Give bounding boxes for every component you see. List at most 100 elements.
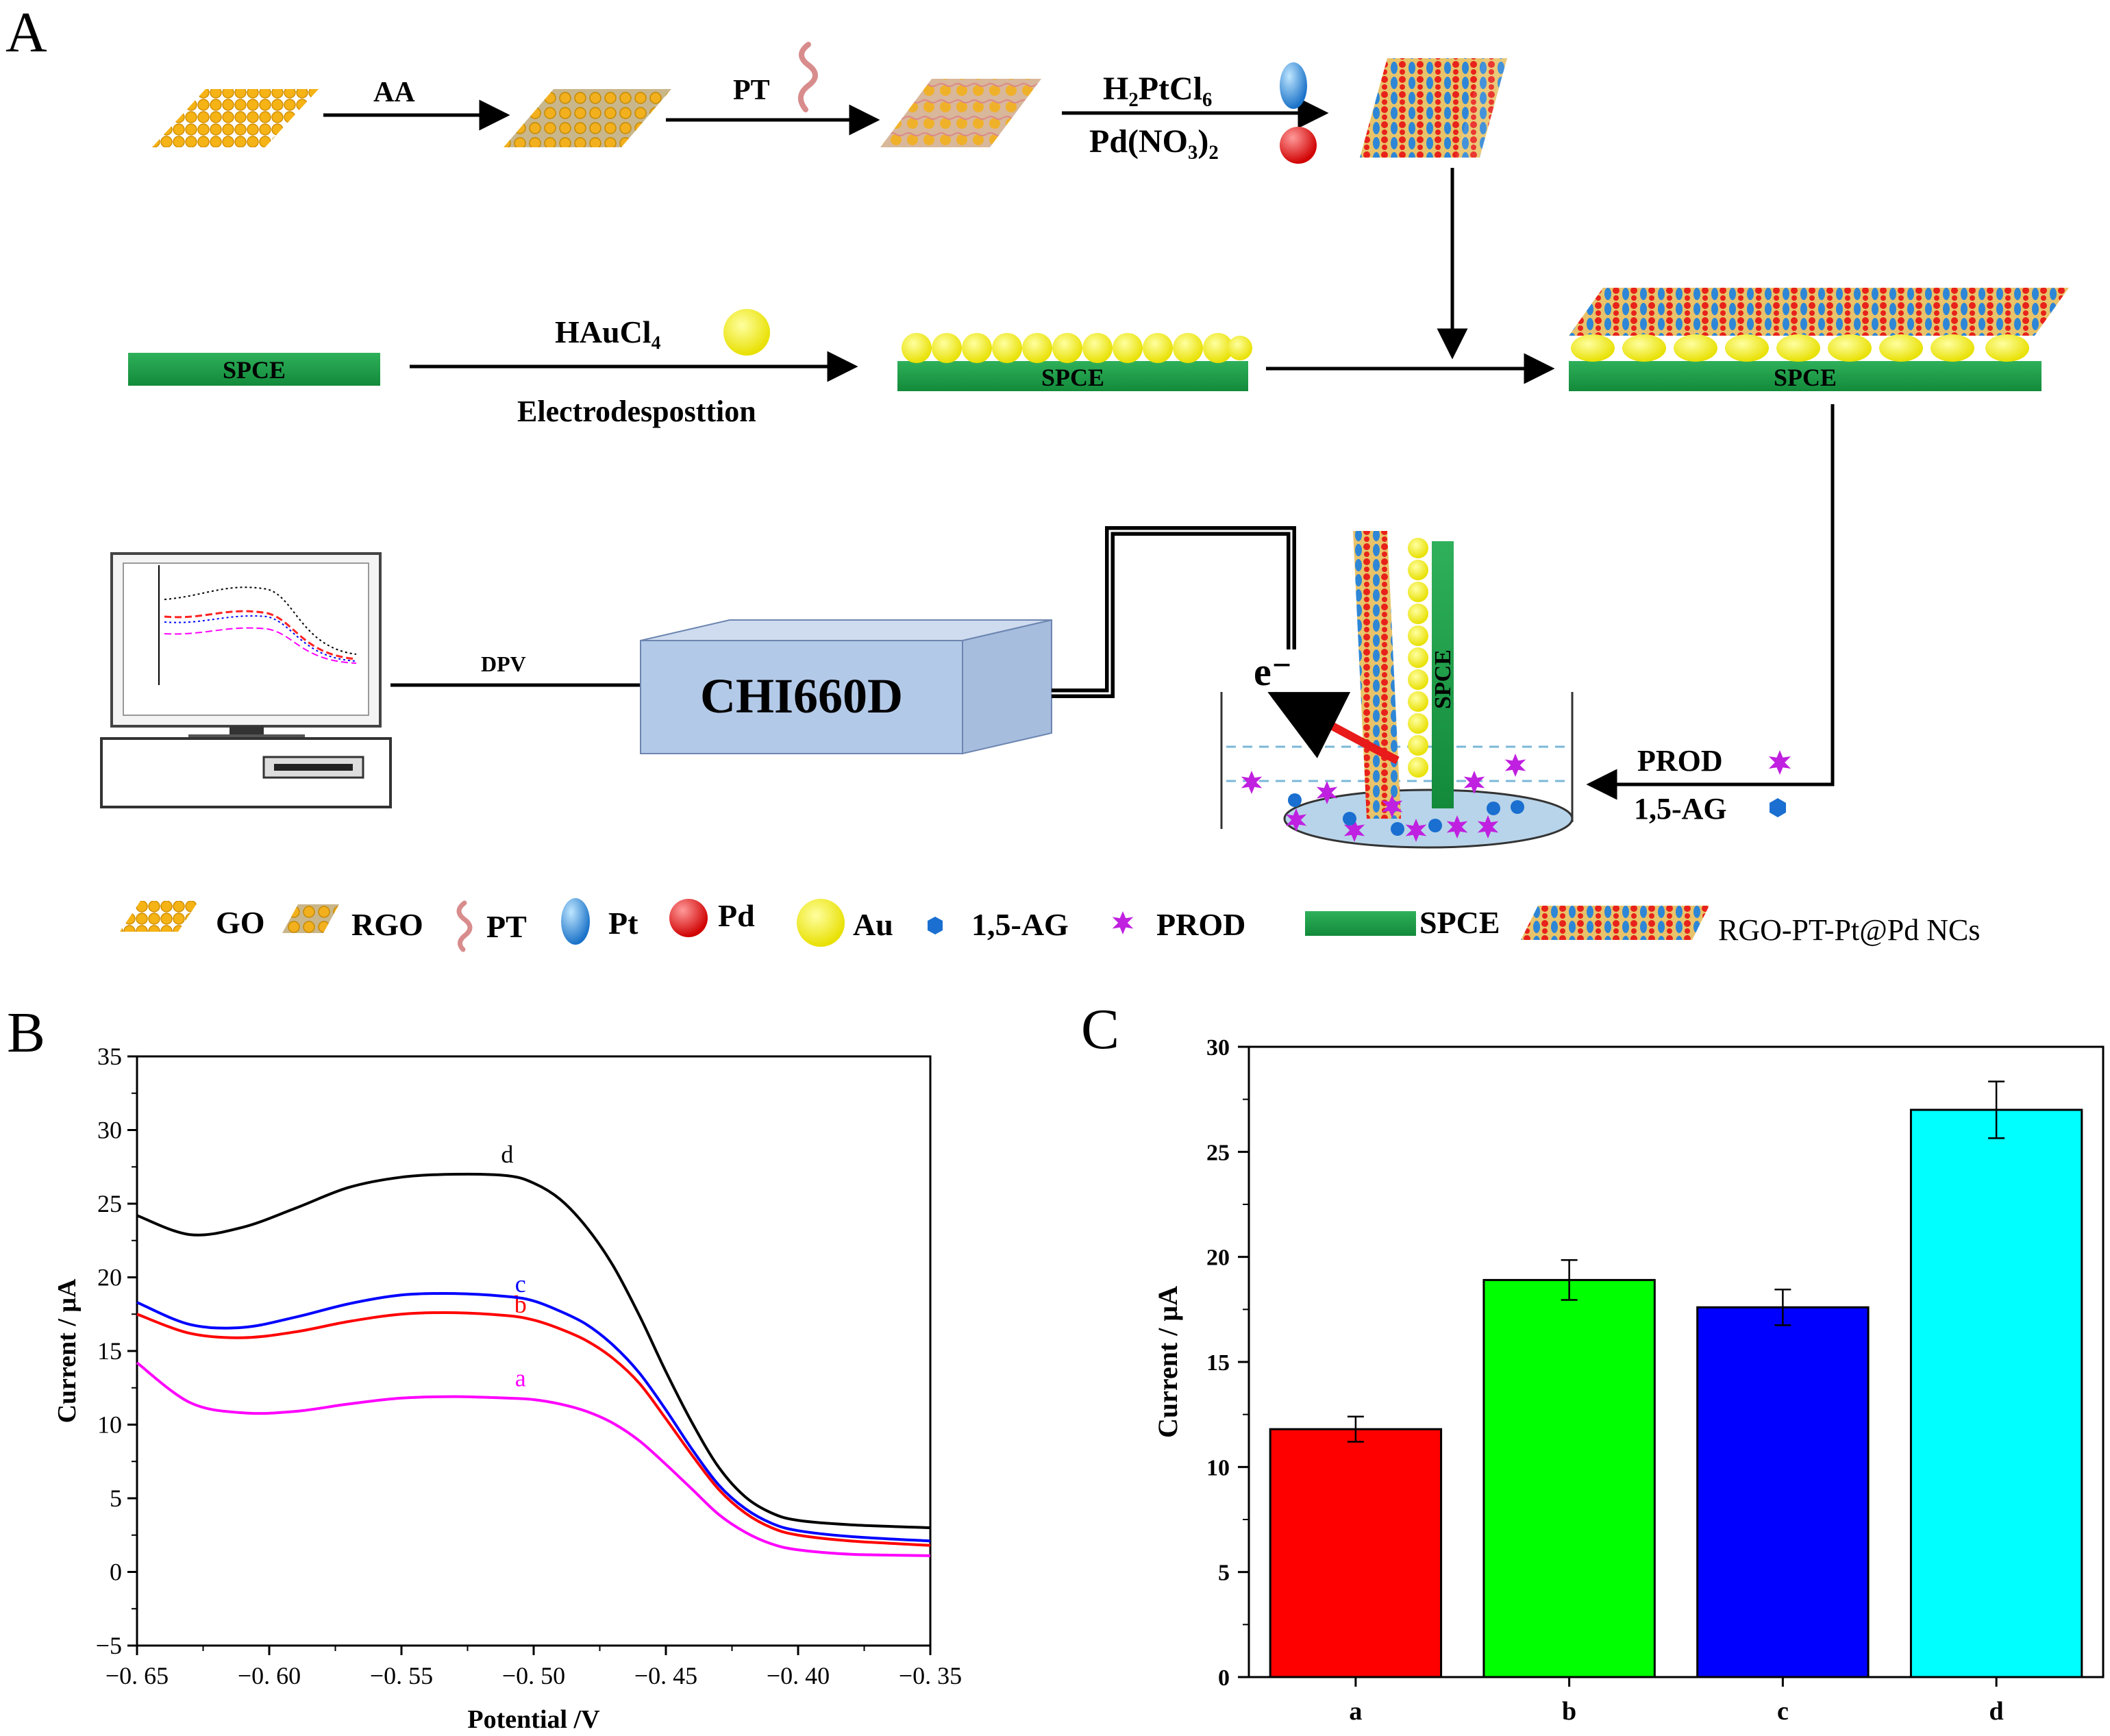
- series-line-d: [136, 1172, 931, 1529]
- legend-go: GO: [216, 905, 265, 940]
- y-tick-label: −5: [96, 1632, 122, 1659]
- bar-a: [1269, 1428, 1443, 1678]
- y-tick-label: 0: [110, 1559, 122, 1586]
- y-tick-label: 5: [1218, 1561, 1230, 1586]
- x-tick-label: −0. 40: [767, 1662, 830, 1689]
- legend-prod: PROD: [1156, 907, 1245, 942]
- y-tick-label: 10: [1206, 1455, 1230, 1480]
- reagent-pd-label: Pd(NO₃)₂: [1089, 123, 1219, 160]
- legend-go-icon: [120, 901, 199, 932]
- spce-au: SPCE: [897, 333, 1252, 391]
- reagent-pt-label: H₂PtCl₆: [1103, 71, 1212, 107]
- x-tick-label: −0. 35: [899, 1662, 962, 1689]
- step-aa-label: AA: [373, 77, 415, 108]
- y-tick-label: 30: [97, 1117, 122, 1144]
- x-tick-label-d: d: [1989, 1697, 2004, 1726]
- legend-nc: RGO-PT-Pt@Pd NCs: [1718, 913, 1980, 947]
- legend-au-icon: [797, 899, 845, 947]
- y-tick-label: 20: [97, 1264, 122, 1291]
- chart-b-xlabel: Potential /V: [467, 1705, 600, 1734]
- bar-d: [1909, 1108, 2083, 1678]
- y-tick-label: 35: [97, 1043, 122, 1070]
- analyte-prod-label: PROD: [1637, 744, 1723, 778]
- panel-label-c: C: [1081, 997, 1119, 1061]
- bar-c: [1696, 1306, 1870, 1678]
- x-tick-label: −0. 55: [370, 1662, 433, 1689]
- au-icon: [723, 309, 770, 356]
- series-label-d: d: [501, 1141, 513, 1168]
- chart-b-ylabel: Current / μA: [53, 1278, 82, 1423]
- go-sheet-icon: [152, 89, 319, 147]
- x-tick-label: −0. 60: [238, 1662, 301, 1689]
- legend-spce-icon: [1305, 911, 1416, 936]
- x-tick-label-a: a: [1349, 1697, 1362, 1726]
- ag-icon: [1770, 798, 1786, 817]
- legend-pd-icon: [669, 899, 708, 937]
- arrow-to-cell: [1586, 404, 1835, 800]
- legend-au: Au: [853, 907, 893, 942]
- step-pt-label: PT: [733, 75, 770, 106]
- series-line-a: [136, 1361, 931, 1557]
- rgo-pt-sheet-icon: [880, 79, 1041, 147]
- panel-label-a: A: [5, 1, 47, 64]
- pt-icon: [1280, 62, 1307, 109]
- chart-c-ylabel: Current / μA: [1152, 1286, 1183, 1438]
- chart-c-series: [1269, 1080, 2083, 1678]
- prod-icon: [1768, 750, 1791, 775]
- panel-label-b: B: [7, 1001, 45, 1065]
- panel-b-chart: B −0. 65−0. 60−0. 55−0. 50−0. 45−0. 40−0…: [7, 1001, 962, 1734]
- series-label-a: a: [515, 1365, 526, 1392]
- series-label-c: c: [515, 1270, 526, 1298]
- y-tick-label: 15: [1206, 1350, 1230, 1376]
- series-line-b: [136, 1311, 931, 1547]
- spce-label-1: SPCE: [223, 356, 286, 384]
- legend-spce: SPCE: [1419, 905, 1500, 940]
- legend-pt-icon: [561, 898, 590, 945]
- spce-label-2: SPCE: [1041, 364, 1104, 391]
- electrochemical-cell: SPCE e⁻: [1220, 531, 1574, 849]
- x-tick-label: −0. 50: [502, 1662, 565, 1689]
- legend-pt-peptide-icon: [456, 900, 473, 952]
- y-tick-label: 5: [110, 1485, 122, 1512]
- y-tick-label: 25: [97, 1190, 122, 1217]
- y-tick-label: 15: [97, 1337, 122, 1365]
- x-tick-label-b: b: [1562, 1697, 1576, 1726]
- legend-nc-icon: [1521, 906, 1709, 940]
- chart-b-plot-area: [136, 1055, 932, 1647]
- x-tick-label: −0. 65: [106, 1662, 169, 1689]
- analyte-ag-label: 1,5-AG: [1634, 792, 1727, 826]
- instrument-box: CHI660D: [640, 619, 1052, 755]
- panel-a-scheme: A AA PT H₂PtCl₆ Pd(NO₃)₂ SPCE HAuCl₄ Ele…: [5, 1, 2069, 952]
- reagent-au-label: HAuCl₄: [555, 314, 661, 349]
- electrodeposition-label: Electrodesposttion: [517, 395, 756, 428]
- dpv-label: DPV: [481, 652, 526, 676]
- legend-pt: Pt: [608, 906, 638, 941]
- y-tick-label: 25: [1206, 1140, 1230, 1165]
- bar-b: [1482, 1278, 1656, 1678]
- electron-label: e⁻: [1254, 649, 1292, 694]
- series-line-c: [136, 1291, 931, 1543]
- y-tick-label: 20: [1206, 1245, 1230, 1271]
- nc-sheet-icon-back: [1377, 58, 1507, 158]
- instrument-label: CHI660D: [700, 669, 903, 723]
- ag-molecules: [1288, 793, 1524, 836]
- x-tick-label-c: c: [1777, 1697, 1789, 1726]
- legend-pd: Pd: [718, 898, 755, 933]
- spce-label-4: SPCE: [1430, 649, 1456, 709]
- legend-pt-peptide: PT: [486, 909, 527, 944]
- y-tick-label: 10: [97, 1411, 122, 1439]
- rgo-sheet-icon: [504, 89, 671, 147]
- pd-icon: [1280, 127, 1317, 164]
- legend-prod-icon: [1112, 911, 1134, 934]
- spce-label-3: SPCE: [1774, 364, 1837, 391]
- legend-rgo: RGO: [351, 907, 423, 942]
- legend-ag-icon: [928, 917, 943, 934]
- spce-nc: SPCE: [1569, 288, 2069, 391]
- computer-icon: [100, 552, 392, 808]
- y-tick-label: 0: [1218, 1665, 1230, 1691]
- chart-b-ticks: −0. 65−0. 60−0. 55−0. 50−0. 45−0. 40−0. …: [96, 1043, 962, 1689]
